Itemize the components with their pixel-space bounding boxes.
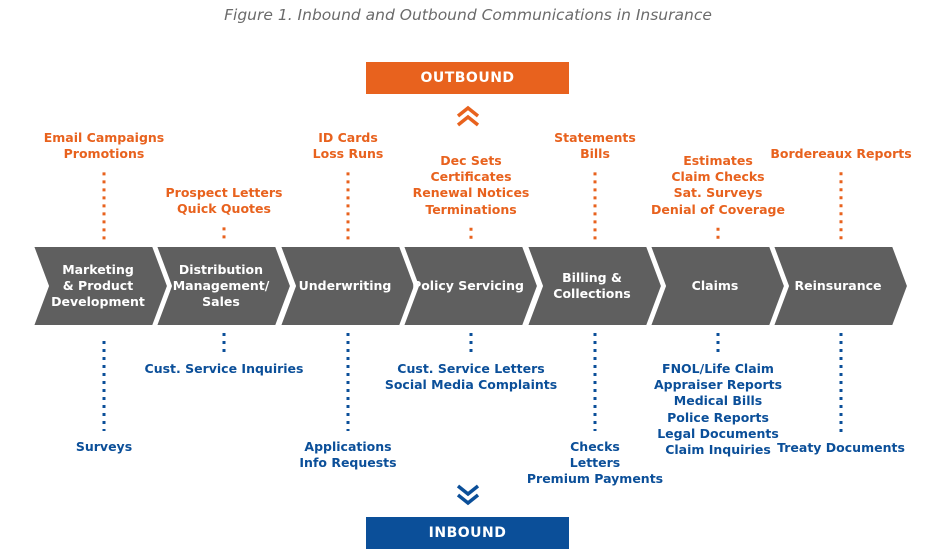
inbound-item: Surveys xyxy=(75,439,133,454)
double-chevron-up-icon xyxy=(456,105,480,127)
stage-label: Policy Servicing xyxy=(412,278,524,293)
figure-caption: Figure 1. Inbound and Outbound Communica… xyxy=(224,6,712,24)
inbound-item: Appraiser Reports xyxy=(653,377,783,393)
outbound-item: Renewal Notices xyxy=(412,185,530,201)
outbound-item: Estimates xyxy=(683,153,753,168)
inbound-items: Surveys xyxy=(76,439,132,455)
outbound-item: Denial of Coverage xyxy=(651,201,785,217)
outbound-item: Certificates xyxy=(430,169,512,185)
stage-label: Claims xyxy=(691,278,739,293)
stage-arrow xyxy=(31,245,170,327)
inbound-item: Applications xyxy=(304,439,392,454)
stage-arrow xyxy=(401,245,540,327)
outbound-item: Sat. Surveys xyxy=(673,185,763,201)
inbound-item: Treaty Documents xyxy=(777,440,905,455)
inbound-item: Checks xyxy=(570,439,620,454)
outbound-item: Dec Sets xyxy=(440,153,502,168)
stage-label: Reinsurance xyxy=(794,278,882,293)
inbound-item: Cust. Service Letters xyxy=(397,361,545,376)
inbound-item: FNOL/Life Claim xyxy=(662,361,774,376)
inbound-item: Medical Bills xyxy=(673,393,763,409)
inbound-item: Cust. Service Inquiries xyxy=(144,361,304,376)
inbound-items: Treaty Documents xyxy=(777,440,905,456)
outbound-item: Claim Checks xyxy=(671,169,765,185)
inbound-item: Premium Payments xyxy=(526,471,664,487)
stage-arrow xyxy=(771,245,910,327)
outbound-item: Promotions xyxy=(63,146,145,162)
inbound-item: Social Media Complaints xyxy=(384,377,558,393)
inbound-items: Cust. Service Inquiries xyxy=(145,361,304,377)
inbound-banner: INBOUND xyxy=(366,517,569,549)
outbound-item: ID Cards xyxy=(318,130,378,145)
outbound-item: Bills xyxy=(580,146,610,162)
outbound-items: Bordereaux Reports xyxy=(770,146,911,162)
inbound-item: Legal Documents xyxy=(657,425,779,441)
inbound-item: Police Reports xyxy=(667,409,769,425)
stage-arrow xyxy=(278,245,417,327)
stage-arrow xyxy=(648,245,787,327)
inbound-item: Claim Inquiries xyxy=(665,442,771,458)
stage-label: Billing &Collections xyxy=(553,270,631,301)
stage-arrow xyxy=(525,245,664,327)
outbound-banner: OUTBOUND xyxy=(366,62,569,94)
inbound-item: Info Requests xyxy=(299,455,397,471)
outbound-item: Email Campaigns xyxy=(43,130,165,145)
stage-arrow xyxy=(154,245,293,327)
outbound-item: Prospect Letters xyxy=(165,185,283,200)
inbound-item: Letters xyxy=(569,455,621,471)
outbound-item: Loss Runs xyxy=(312,146,384,162)
outbound-item: Statements xyxy=(554,130,636,145)
outbound-item: Quick Quotes xyxy=(177,201,271,217)
outbound-item: Terminations xyxy=(425,201,517,217)
stage-label: Underwriting xyxy=(298,278,392,293)
double-chevron-down-icon xyxy=(456,484,480,506)
outbound-item: Bordereaux Reports xyxy=(770,146,912,161)
